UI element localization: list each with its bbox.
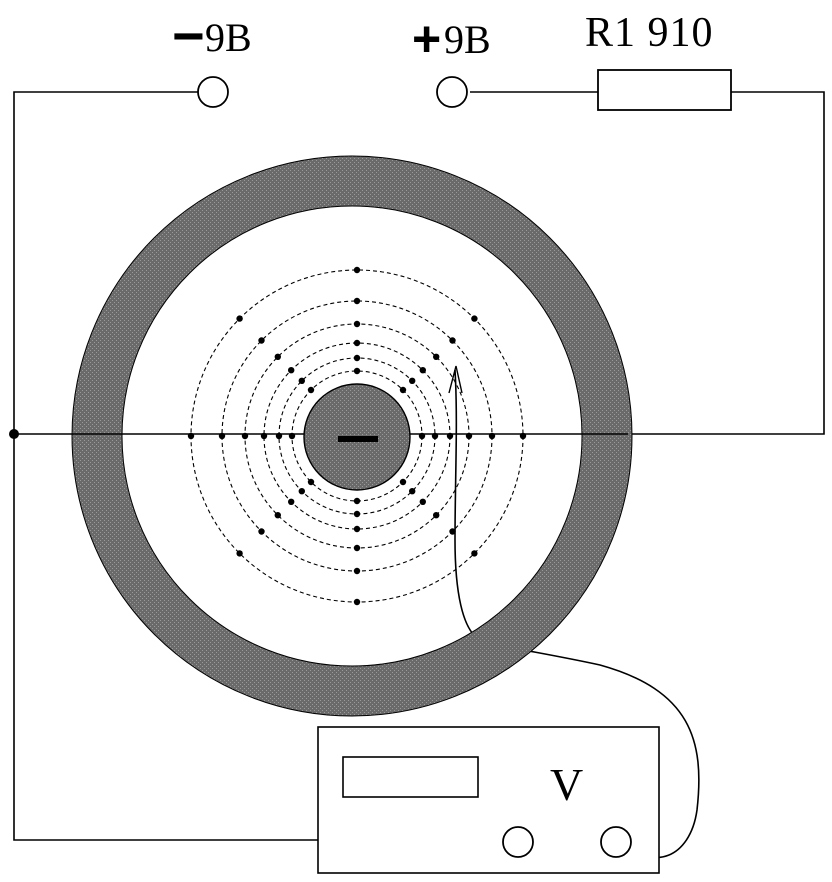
measurement-point [419, 498, 426, 505]
measurement-point [236, 550, 243, 557]
measurement-point [258, 337, 265, 344]
voltmeter-terminal-right[interactable] [600, 826, 632, 858]
measurement-point [353, 497, 361, 505]
measurement-point [353, 510, 361, 518]
measurement-point [258, 528, 265, 535]
measurement-point [488, 432, 496, 440]
measurement-point [353, 544, 361, 552]
voltmeter-label: V [550, 759, 584, 810]
probe-tip-icon[interactable] [448, 365, 463, 394]
measurement-point [275, 432, 283, 440]
measurement-point [353, 354, 361, 362]
measurement-point [260, 432, 268, 440]
measurement-point [241, 432, 249, 440]
measurement-points [187, 266, 527, 606]
measurement-point [353, 598, 361, 606]
measurement-point [298, 488, 305, 495]
measurement-point [218, 432, 226, 440]
measurement-point [288, 367, 295, 374]
positive-terminal[interactable] [436, 76, 468, 108]
measurement-point [353, 339, 361, 347]
negative-terminal[interactable] [197, 76, 229, 108]
measurement-point [471, 315, 478, 322]
probe-lead-wire [454, 369, 700, 859]
measurement-point [236, 315, 243, 322]
measurement-point [433, 512, 440, 519]
electrolytic-cell [71, 155, 633, 717]
measurement-point [418, 432, 426, 440]
measurement-point [419, 367, 426, 374]
outer-electrode-ring [72, 156, 632, 716]
measurement-point [449, 528, 456, 535]
measurement-point [519, 432, 527, 440]
wires [13, 91, 825, 859]
measurement-point [353, 266, 361, 274]
measurement-point [353, 367, 361, 375]
measurement-point [471, 550, 478, 557]
measurement-point [298, 377, 305, 384]
measurement-point [399, 478, 407, 486]
voltmeter-terminal-left[interactable] [502, 826, 534, 858]
negative-voltage-label: 9B [205, 15, 252, 60]
measurement-point [449, 337, 456, 344]
junction-dot [9, 429, 19, 439]
measurement-point [274, 512, 281, 519]
measurement-point [288, 498, 295, 505]
wire-left-loop [13, 91, 502, 841]
measurement-point [353, 320, 361, 328]
voltmeter [317, 726, 660, 874]
measurement-point [409, 488, 416, 495]
measurement-point [353, 567, 361, 575]
resistor-label: R1 910 [585, 10, 714, 56]
measurement-point [399, 386, 407, 394]
positive-sign: + [412, 11, 442, 67]
resistor-r1 [597, 69, 732, 111]
measurement-point [409, 377, 416, 384]
voltmeter-display [342, 756, 479, 798]
negative-sign: − [172, 4, 205, 67]
measurement-point [433, 353, 440, 360]
wire-resistor-to-right [628, 91, 825, 435]
ring-inner-edge [121, 205, 583, 667]
measurement-point [465, 432, 473, 440]
ring-outer-edge [71, 155, 633, 717]
measurement-point [187, 432, 195, 440]
measurement-point [446, 432, 454, 440]
measurement-point [307, 478, 315, 486]
measurement-point [353, 525, 361, 533]
measurement-point [353, 297, 361, 305]
measurement-point [431, 432, 439, 440]
measurement-point [274, 353, 281, 360]
positive-voltage-label: 9B [444, 17, 491, 62]
measurement-point [307, 386, 315, 394]
measurement-point [288, 432, 296, 440]
